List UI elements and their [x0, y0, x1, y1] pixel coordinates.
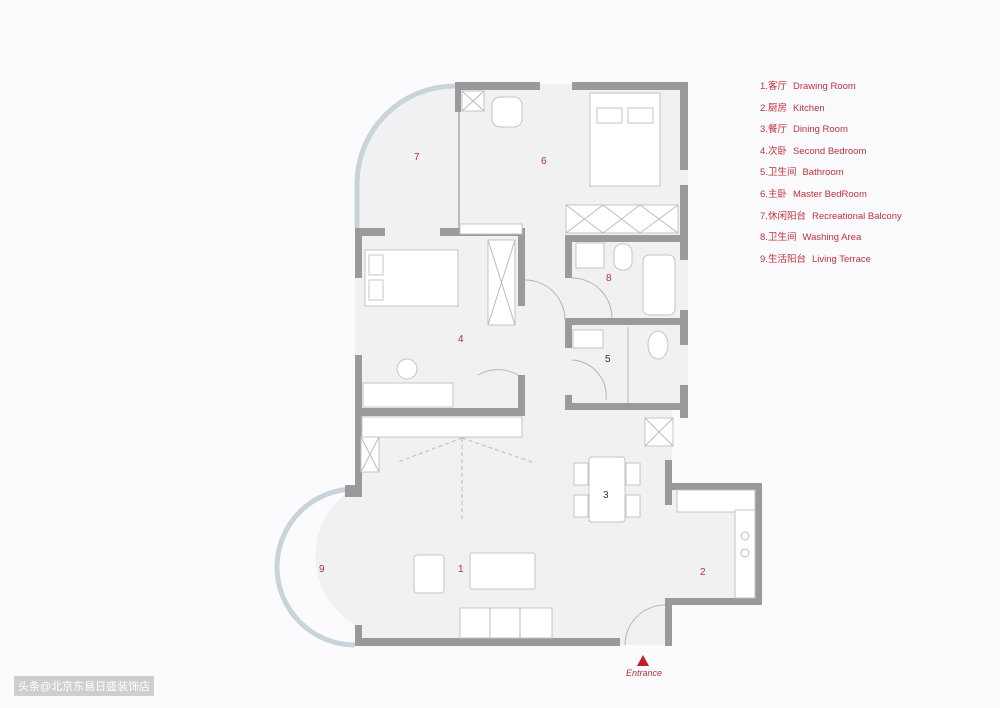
entrance-label: Entrance	[626, 668, 663, 678]
terrace-9-glass	[274, 486, 356, 648]
room-number-9: 9	[319, 564, 325, 575]
room-number-3: 3	[603, 490, 609, 501]
room-number-7: 7	[414, 152, 420, 163]
furniture	[360, 90, 756, 639]
doors	[477, 277, 666, 646]
watermark: 头条@北京东易日盛装饰店	[14, 676, 155, 696]
entrance-arrow-icon	[637, 655, 649, 666]
room-number-2: 2	[700, 567, 706, 578]
floor-area	[315, 84, 762, 645]
room-number-6: 6	[541, 156, 547, 167]
dining-table	[588, 456, 626, 523]
room-number-1: 1	[458, 564, 464, 575]
room-number-5: 5	[605, 354, 611, 365]
walls	[345, 82, 762, 646]
balcony-7-glass	[354, 83, 456, 228]
room-number-4: 4	[458, 334, 464, 345]
room-number-8: 8	[606, 273, 612, 284]
master-bed	[589, 92, 661, 187]
